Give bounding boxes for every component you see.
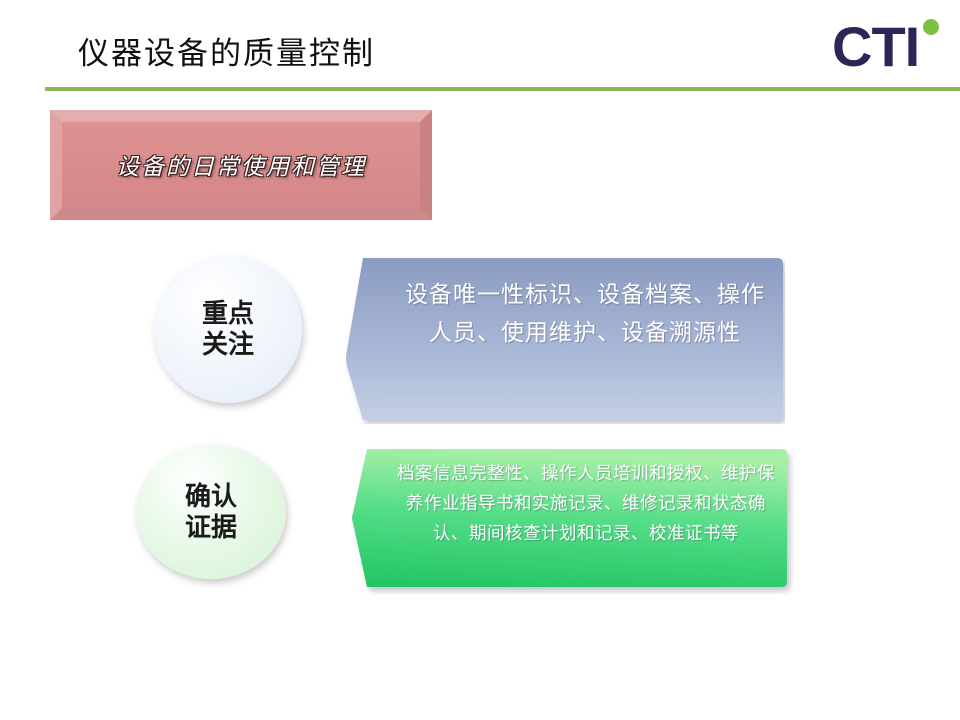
focus-banner-text: 设备唯一性标识、设备档案、操作人员、使用维护、设备溯源性 [405,282,765,345]
section-heading-box-face: 设备的日常使用和管理 [62,122,420,208]
page-title: 仪器设备的质量控制 [78,36,375,71]
focus-circle-label: 重点 关注 [201,298,254,359]
focus-banner-shape [343,256,785,424]
evidence-banner-shape [352,447,794,595]
evidence-circle: 确认 证据 [136,444,286,579]
evidence-circle-label: 确认 证据 [184,480,237,542]
section-heading-text: 设备的日常使用和管理 [116,154,366,180]
cti-logo: CTI [832,18,944,76]
cti-logo-text: CTI [832,15,920,78]
evidence-banner-text: 档案信息完整性、操作人员培训和授权、维护保养作业指导书和实施记录、维修记录和状态… [397,463,775,543]
section-heading-box: 设备的日常使用和管理 [50,110,432,220]
focus-circle: 重点 关注 [154,255,302,403]
title-divider [45,87,960,91]
green-dot-icon [923,19,939,35]
